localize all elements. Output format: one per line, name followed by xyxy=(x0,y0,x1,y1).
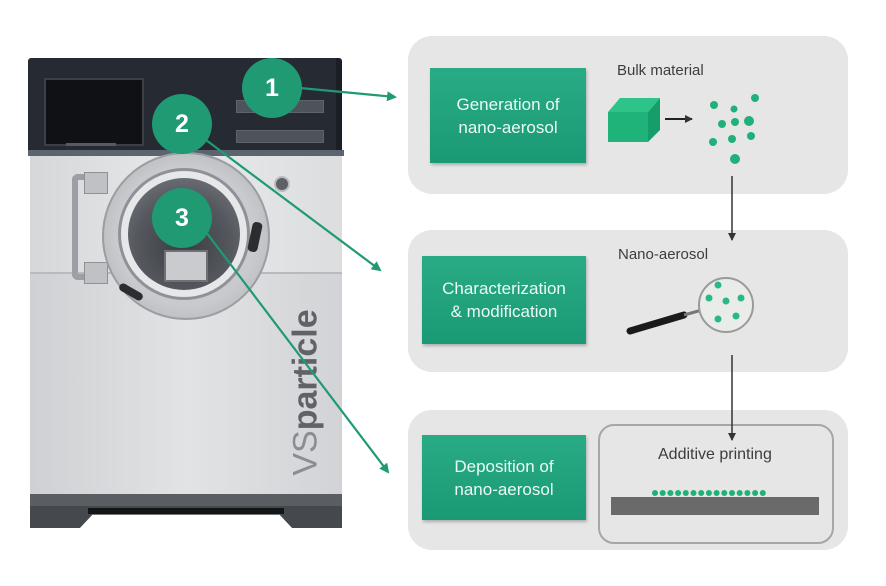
callout-badge-1[interactable]: 1 xyxy=(242,58,302,118)
hinge-block xyxy=(84,172,108,194)
deposited-particle xyxy=(721,490,728,496)
stage-title-line1: Characterization xyxy=(442,279,566,298)
deposited-particle xyxy=(652,490,658,496)
deposited-particle xyxy=(744,490,751,496)
callout-badge-3[interactable]: 3 xyxy=(152,188,212,248)
stage-title-line1: Deposition of xyxy=(454,456,554,476)
additive-printing-box xyxy=(598,424,834,544)
nano-aerosol-label: Nano-aerosol xyxy=(618,246,709,263)
deposited-particle xyxy=(752,490,759,496)
deposited-particle xyxy=(667,490,674,496)
bulk-material-label: Bulk material xyxy=(617,62,704,79)
bulk-cube-icon xyxy=(608,98,660,142)
deposited-particle xyxy=(729,490,735,496)
machine-base-gap xyxy=(88,508,284,514)
stage-box-characterization: Characterization & modification xyxy=(422,256,586,344)
callout-arrow-2 xyxy=(205,139,382,272)
substrate-icon xyxy=(611,497,819,515)
machine-slot xyxy=(236,130,324,143)
deposited-particle xyxy=(659,490,666,496)
callout-arrow-3 xyxy=(205,231,390,474)
stage-box-deposition: Deposition of nano-aerosol xyxy=(422,435,586,520)
callout-arrow-1 xyxy=(299,86,397,102)
machine-knob xyxy=(274,176,290,192)
deposited-particle xyxy=(698,490,705,496)
screen-stand xyxy=(66,143,116,146)
particle-cloud-icon xyxy=(709,94,759,164)
deposited-particle xyxy=(713,490,720,496)
stage-title-line2: nano-aerosol xyxy=(454,479,554,499)
deposited-particle xyxy=(675,490,682,496)
deposited-particles-icon xyxy=(652,490,766,496)
machine-touchscreen xyxy=(44,78,144,146)
stage-title-line2: nano-aerosol xyxy=(458,117,558,137)
deposited-particle xyxy=(690,490,697,496)
chamber-mechanism xyxy=(164,250,208,282)
deposited-particle xyxy=(759,490,766,496)
deposited-particle xyxy=(682,490,689,496)
magnifying-glass-icon xyxy=(626,277,754,335)
machine-base xyxy=(30,494,342,508)
stage-title-line2: & modification xyxy=(450,302,558,321)
deposited-particle xyxy=(736,490,743,496)
deposited-particle xyxy=(705,490,712,496)
hinge-block xyxy=(84,262,108,284)
additive-printing-label: Additive printing xyxy=(658,446,772,463)
stage-title-line1: Generation of xyxy=(456,94,560,114)
callout-badge-2[interactable]: 2 xyxy=(152,94,212,154)
stage-box-generation: Generation of nano-aerosol xyxy=(430,68,586,163)
